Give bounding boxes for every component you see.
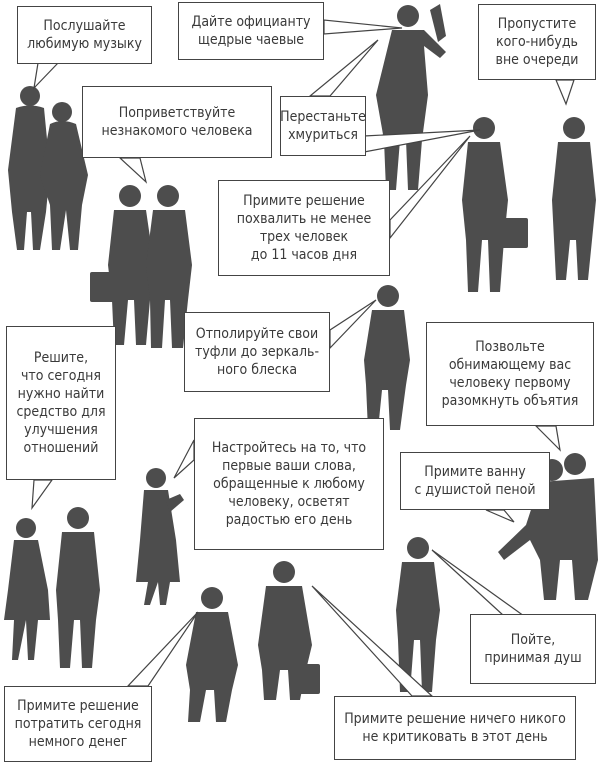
bubble-praise-three: Примите решение похвалить не менее трех …: [218, 180, 390, 276]
waving-man-silhouette: [376, 4, 446, 190]
pointer-shoes: [329, 299, 377, 350]
pointer-music: [33, 62, 60, 90]
bubble-text: Примите решение потратить сегодня немног…: [14, 698, 142, 750]
bubble-text: Пойте, принимая душ: [484, 632, 582, 666]
two-men-silhouette: [90, 185, 192, 348]
pointer-relations: [31, 479, 54, 511]
bubble-text: Послушайте любимую музыку: [27, 18, 142, 52]
couple-silhouette: [8, 86, 88, 250]
standing-man-silhouette: [364, 285, 410, 430]
bubble-text: Настройтесь на то, что первые ваши слова…: [211, 440, 367, 528]
bubble-stop-frowning: Перестаньте хмуриться: [280, 96, 366, 156]
bubble-polish-shoes: Отполируйте свои туфли до зеркаль- ного …: [184, 312, 330, 392]
bubble-tip-waiter: Дайте официанту щедрые чаевые: [178, 2, 324, 60]
pointer-queue: [555, 79, 575, 106]
singing-man-silhouette: [396, 537, 440, 692]
pointer-tip: [323, 19, 403, 35]
pointer-greet: [118, 157, 148, 184]
bubble-text: Пропустите кого-нибудь вне очереди: [495, 16, 579, 68]
bubble-text: Отполируйте свои туфли до зеркаль- ного …: [195, 326, 319, 378]
bubble-text: Решите, что сегодня нужно найти средство…: [16, 350, 106, 456]
bubble-text: Перестаньте хмуриться: [280, 109, 366, 143]
bubble-first-words: Настройтесь на то, что первые ваши слова…: [194, 418, 384, 550]
bubble-text: Примите решение ничего никого не критико…: [344, 711, 566, 745]
bubble-spend-money: Примите решение потратить сегодня немног…: [4, 686, 152, 762]
pointer-frown-2: [363, 129, 481, 153]
man-with-briefcase-silhouette: [462, 117, 596, 292]
bubble-text: Примите ванну с душистой пеной: [414, 464, 536, 498]
bubble-improve-relations: Решите, что сегодня нужно найти средство…: [6, 326, 116, 480]
walking-men-silhouette: [186, 561, 320, 722]
bubble-let-hug-end: Позвольте обнимающему вас человеку перво…: [426, 322, 594, 426]
bubble-sing-shower: Пойте, принимая душ: [470, 614, 596, 684]
bubble-skip-queue: Пропустите кого-нибудь вне очереди: [478, 4, 596, 80]
bubble-text: Поприветствуйте незнакомого человека: [101, 105, 253, 139]
pointer-words: [173, 439, 195, 479]
pointer-bath: [485, 509, 515, 523]
pointer-sing: [431, 549, 526, 617]
bubble-text: Примите решение похвалить не менее трех …: [236, 193, 372, 263]
bubble-no-criticism: Примите решение ничего никого не критико…: [334, 696, 576, 760]
talking-couple-silhouette: [4, 507, 100, 668]
pointer-hug: [534, 425, 561, 452]
walking-woman-silhouette: [136, 468, 184, 605]
bubble-listen-music: Послушайте любимую музыку: [17, 6, 152, 64]
bubble-text: Позвольте обнимающему вас человеку перво…: [441, 339, 579, 409]
bubble-take-bath: Примите ванну с душистой пеной: [400, 452, 550, 510]
bubble-greet-stranger: Поприветствуйте незнакомого человека: [82, 86, 272, 158]
pointer-praise: [389, 135, 471, 240]
pointer-money: [126, 611, 199, 687]
hugging-couple-silhouette: [498, 453, 598, 600]
bubble-text: Дайте официанту щедрые чаевые: [191, 14, 311, 48]
